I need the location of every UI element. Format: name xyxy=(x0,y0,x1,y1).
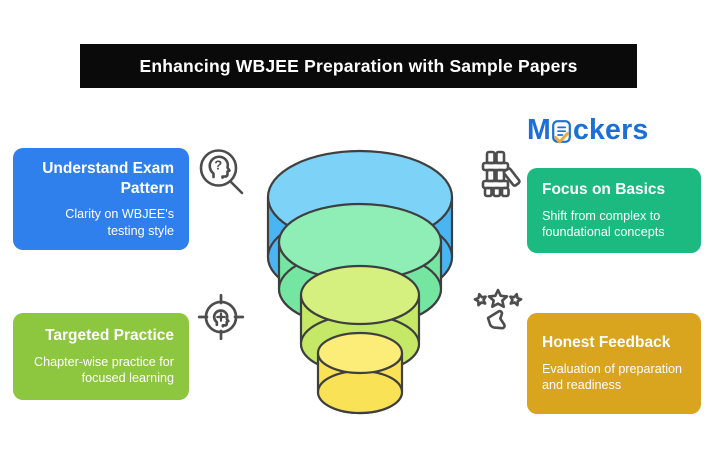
logo-text-suffix: ckers xyxy=(572,114,649,146)
title-banner: Enhancing WBJEE Preparation with Sample … xyxy=(80,44,637,88)
card-subtitle: Shift from complex to foundational conce… xyxy=(542,208,665,240)
card-subtitle: Evaluation of preparation and readiness xyxy=(542,361,683,393)
svg-text:?: ? xyxy=(214,158,222,173)
card-title: Honest Feedback xyxy=(542,334,671,352)
page-title: Enhancing WBJEE Preparation with Sample … xyxy=(139,55,578,76)
head-target-icon xyxy=(196,290,246,344)
card-targeted-practice: Targeted Practice Chapter-wise practice … xyxy=(13,313,189,400)
rating-stars-icon xyxy=(471,286,525,342)
card-honest-feedback: Honest Feedback Evaluation of preparatio… xyxy=(527,313,701,414)
head-magnifier-icon: ? xyxy=(197,146,249,200)
building-blocks-icon xyxy=(474,148,526,200)
card-title: Focus on Basics xyxy=(542,181,666,199)
logo-text-prefix: M xyxy=(527,114,551,146)
funnel-layer-4 xyxy=(316,331,404,415)
document-check-icon xyxy=(552,119,571,143)
card-title: Understand Exam Pattern xyxy=(42,159,174,197)
mockers-logo: M ckers xyxy=(527,114,648,147)
card-focus-on-basics: Focus on Basics Shift from complex to fo… xyxy=(527,168,701,253)
card-title: Targeted Practice xyxy=(45,327,174,345)
card-subtitle: Chapter-wise practice for focused learni… xyxy=(34,354,174,386)
funnel-graphic xyxy=(266,149,454,415)
card-subtitle: Clarity on WBJEE's testing style xyxy=(65,207,174,238)
card-understand-exam-pattern: Understand Exam Pattern Clarity on WBJEE… xyxy=(13,148,189,250)
